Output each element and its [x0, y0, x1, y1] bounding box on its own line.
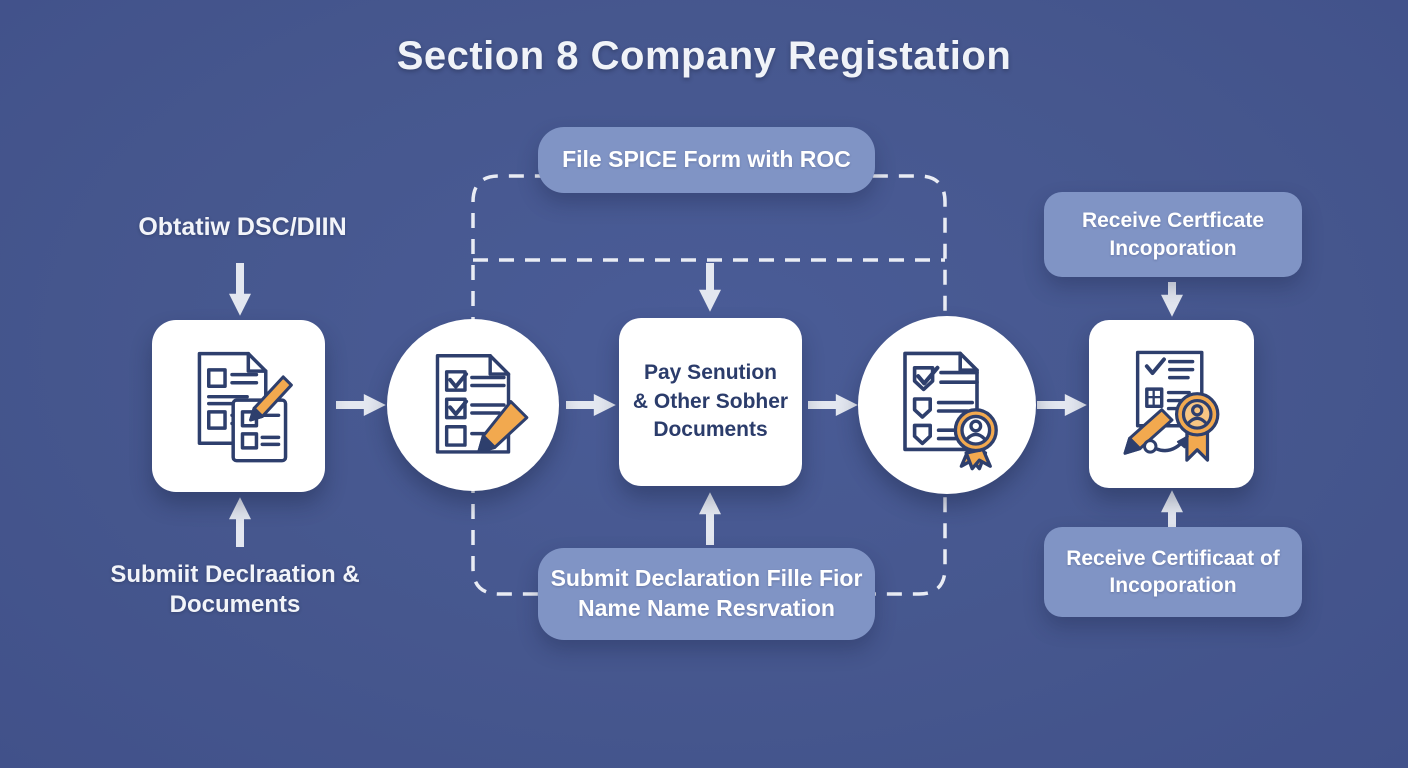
panel-receive-certificate-bottom: Receive Certificaat of Incoporation	[1044, 527, 1302, 617]
panel-file-spice-form: File SPICE Form with ROC	[538, 127, 875, 193]
step-node-checklist	[387, 319, 559, 491]
panel-receive-certificate-top: Receive Certficate Incoporation	[1044, 192, 1302, 277]
page-title: Section 8 Company Registation	[396, 34, 1012, 78]
label-submit-declaration: Submiit Declraation & Documents	[110, 561, 360, 618]
documents-pencil-icon	[197, 351, 293, 463]
label-obtain-dsc-din: Obtatiw DSC/DIIN	[138, 213, 347, 241]
certificate-badge-pencil-icon	[1123, 350, 1219, 462]
panel-name-reservation: Submit Declaration Fille Fior Name Name …	[538, 548, 875, 640]
step-node-certificate	[1089, 320, 1254, 488]
step-node-documents	[152, 320, 325, 492]
pay-documents-text: Pay Senution & Other Sobher Documents	[632, 361, 789, 442]
checklist-pencil-icon	[435, 354, 529, 454]
step-node-verification	[858, 316, 1036, 494]
dashed-route-top	[471, 174, 947, 332]
document-badge-icon	[903, 351, 998, 471]
step-node-pay-documents: Pay Senution & Other Sobher Documents	[619, 318, 802, 486]
